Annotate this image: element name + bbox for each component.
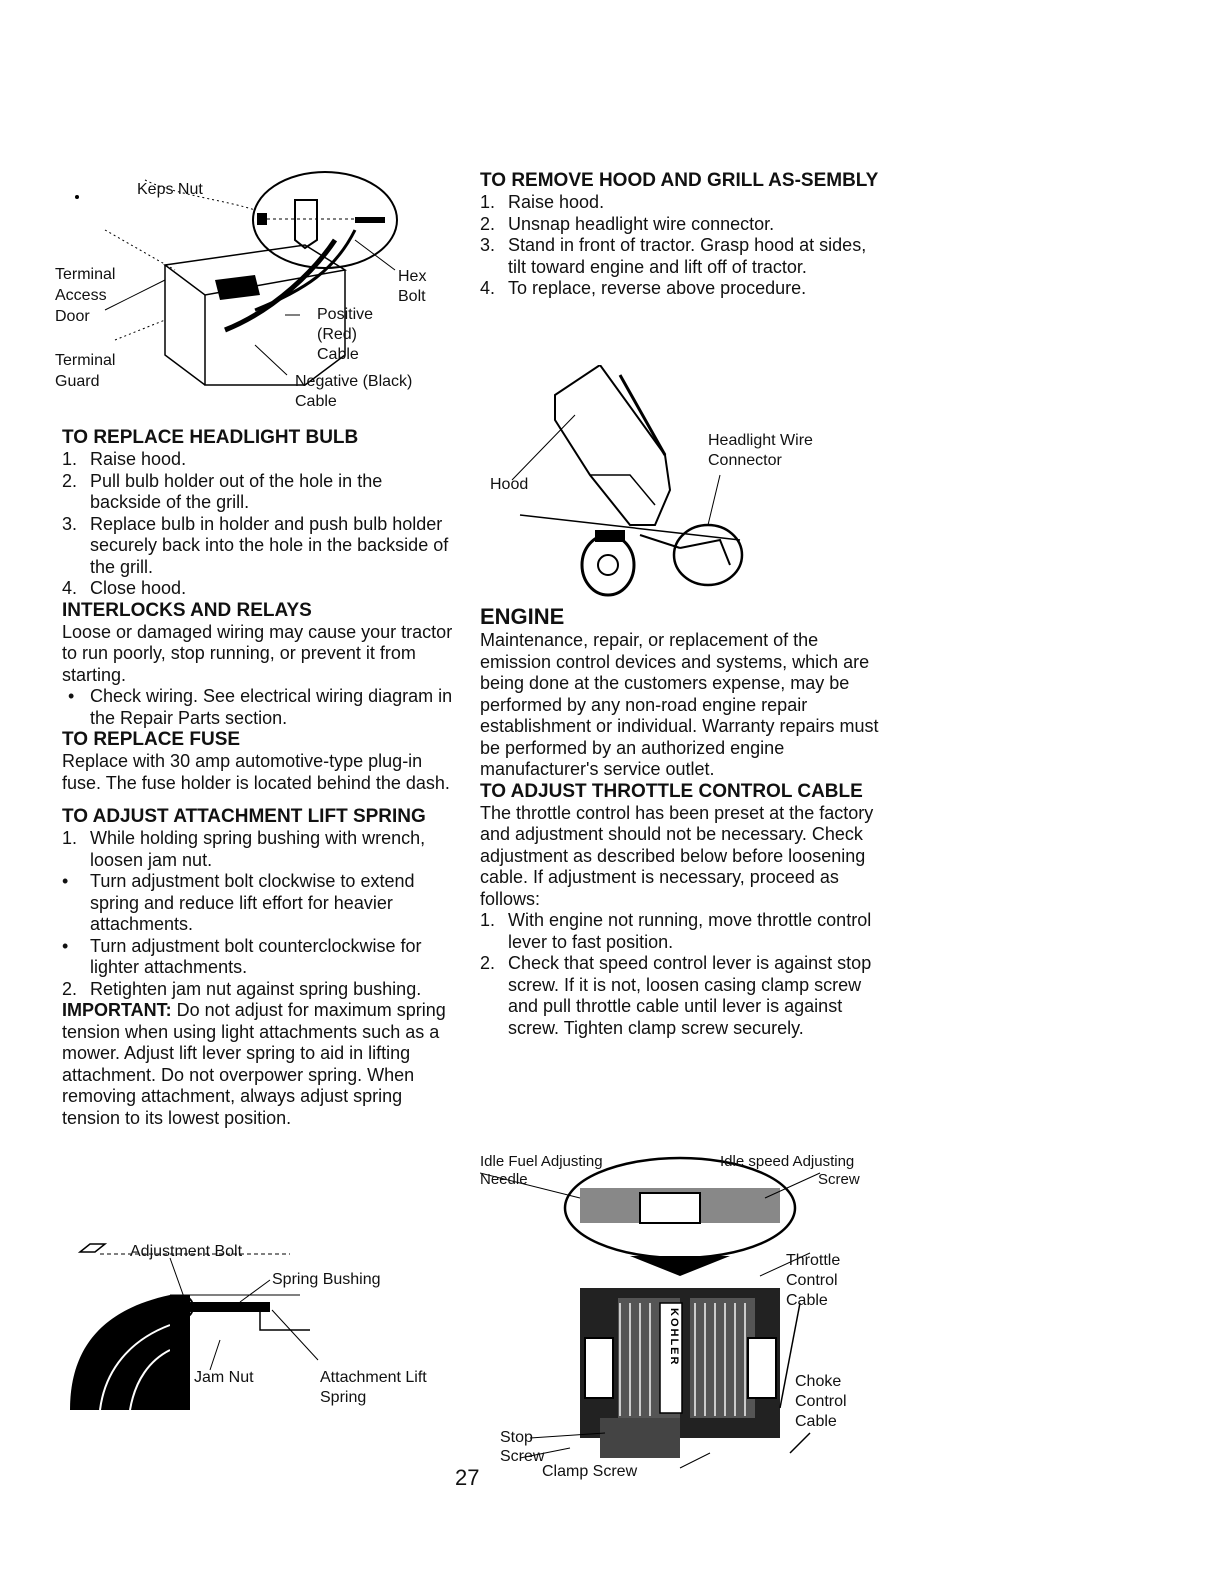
terminal-guard-label-1: Terminal xyxy=(55,352,116,369)
interlocks-body: Loose or damaged wiring may cause your t… xyxy=(62,621,453,685)
brand-logo: KOHLER xyxy=(668,1308,680,1367)
throttle-body: The throttle control has been preset at … xyxy=(480,802,874,909)
lift-spring-figure: Adjustment Bolt Spring Bushing Jam Nut A… xyxy=(60,1240,460,1410)
hex-bolt-label-1: Hex xyxy=(398,268,427,285)
terminal-access-door-label-1: Terminal xyxy=(55,266,116,283)
throttle-cable-label-3: Cable xyxy=(786,1292,828,1309)
spring-bushing-label: Spring Bushing xyxy=(272,1271,381,1288)
clamp-screw-label: Clamp Screw xyxy=(542,1463,638,1480)
headlight-heading: TO REPLACE HEADLIGHT BULB xyxy=(62,427,359,448)
fuse-body: Replace with 30 amp automotive-type plug… xyxy=(62,751,450,793)
important-text: Do not adjust for maximum spring tension… xyxy=(62,1000,446,1128)
hood-figure: Hood Headlight Wire Connector xyxy=(480,365,880,600)
left-column: TO REPLACE HEADLIGHT BULB 1.Raise hood. … xyxy=(62,427,457,1129)
throttle-cable-label-1: Throttle xyxy=(786,1252,841,1269)
list-item: •Turn adjustment bolt clockwise to exten… xyxy=(62,871,415,934)
hex-bolt-label-2: Bolt xyxy=(398,288,426,305)
list-item: 1.Raise hood. xyxy=(62,449,187,469)
idle-speed-label-1: Idle speed Adjusting xyxy=(720,1153,855,1170)
idle-fuel-label-1: Idle Fuel Adjusting xyxy=(480,1153,603,1170)
battery-terminal-figure: Keps Nut Terminal Access Door Terminal G… xyxy=(55,170,455,415)
idle-speed-label-2: Screw xyxy=(818,1171,860,1188)
negative-cable-label-1: Negative (Black) xyxy=(295,373,413,390)
attachment-lift-spring-label-2: Spring xyxy=(320,1389,367,1406)
list-item: 4.Close hood. xyxy=(62,578,187,598)
stop-screw-label-2: Screw xyxy=(500,1448,545,1465)
engine-section: ENGINE Maintenance, repair, or replaceme… xyxy=(480,604,880,1039)
choke-cable-label-3: Cable xyxy=(795,1413,837,1430)
list-item: 2.Pull bulb holder out of the hole in th… xyxy=(62,470,383,513)
positive-cable-label-1: Positive xyxy=(317,306,374,323)
stop-screw-label-1: Stop xyxy=(500,1429,533,1446)
list-item: 2.Unsnap headlight wire connector. xyxy=(480,213,775,234)
list-item: 3.Replace bulb in holder and push bulb h… xyxy=(62,513,449,577)
important-note: IMPORTANT: Do not adjust for maximum spr… xyxy=(62,1000,457,1129)
keps-nut-label: Keps Nut xyxy=(137,181,203,198)
idle-fuel-label-2: Needle xyxy=(480,1171,528,1188)
bullet-icon: • xyxy=(62,871,69,891)
fuse-heading: TO REPLACE FUSE xyxy=(62,729,241,750)
headlight-wire-connector-label-2: Connector xyxy=(708,452,782,469)
attachment-lift-spring-label-1: Attachment Lift xyxy=(320,1369,427,1386)
hood-illustration xyxy=(511,365,744,597)
positive-cable-label-2: (Red) xyxy=(317,326,358,343)
engine-figure: Idle Fuel Adjusting Needle Idle speed Ad… xyxy=(480,1148,880,1483)
headlight-wire-connector-label-1: Headlight Wire xyxy=(708,432,813,449)
interlocks-bullet: •Check wiring. See electrical wiring dia… xyxy=(62,686,457,729)
engine-body: Maintenance, repair, or replacement of t… xyxy=(480,630,879,779)
throttle-heading: TO ADJUST THROTTLE CONTROL CABLE xyxy=(480,780,863,802)
list-item: 3.Stand in front of tractor. Grasp hood … xyxy=(480,235,867,277)
list-item: 2.Retighten jam nut against spring bushi… xyxy=(62,978,422,999)
list-item: 1.Raise hood. xyxy=(480,192,605,212)
list-item: 1.While holding spring bushing with wren… xyxy=(62,828,426,870)
jam-nut-label: Jam Nut xyxy=(194,1369,254,1386)
negative-cable-label-2: Cable xyxy=(295,393,337,410)
lift-spring-illustration xyxy=(70,1243,319,1410)
terminal-guard-label-2: Guard xyxy=(55,373,100,390)
engine-illustration xyxy=(480,1156,821,1469)
choke-cable-label-2: Control xyxy=(795,1393,847,1410)
hood-label: Hood xyxy=(490,476,529,493)
terminal-access-door-label-3: Door xyxy=(55,308,90,325)
list-item: 4.To replace, reverse above procedure. xyxy=(480,278,807,298)
engine-heading: ENGINE xyxy=(480,604,565,629)
throttle-cable-label-2: Control xyxy=(786,1272,838,1289)
adjustment-bolt-label: Adjustment Bolt xyxy=(130,1243,243,1260)
interlocks-heading: INTERLOCKS AND RELAYS xyxy=(62,599,312,621)
choke-cable-label-1: Choke xyxy=(795,1373,842,1390)
bullet-icon: • xyxy=(62,935,69,956)
important-label: IMPORTANT: xyxy=(62,1000,172,1020)
list-item: •Turn adjustment bolt counterclockwise f… xyxy=(62,935,422,978)
hood-heading: TO REMOVE HOOD AND GRILL AS-SEMBLY xyxy=(480,170,879,191)
bullet-icon: • xyxy=(68,686,75,706)
lift-spring-heading: TO ADJUST ATTACHMENT LIFT SPRING xyxy=(62,806,426,827)
hood-section: TO REMOVE HOOD AND GRILL AS-SEMBLY 1.Rai… xyxy=(480,170,880,300)
list-item: 1.With engine not running, move throttle… xyxy=(480,910,872,952)
list-item: 2.Check that speed control lever is agai… xyxy=(480,953,872,1038)
page-number: 27 xyxy=(455,1465,480,1490)
terminal-access-door-label-2: Access xyxy=(55,287,107,304)
positive-cable-label-3: Cable xyxy=(317,346,359,363)
battery-illustration xyxy=(75,171,398,386)
headlight-steps: 1.Raise hood. 2.Pull bulb holder out of … xyxy=(62,449,457,600)
